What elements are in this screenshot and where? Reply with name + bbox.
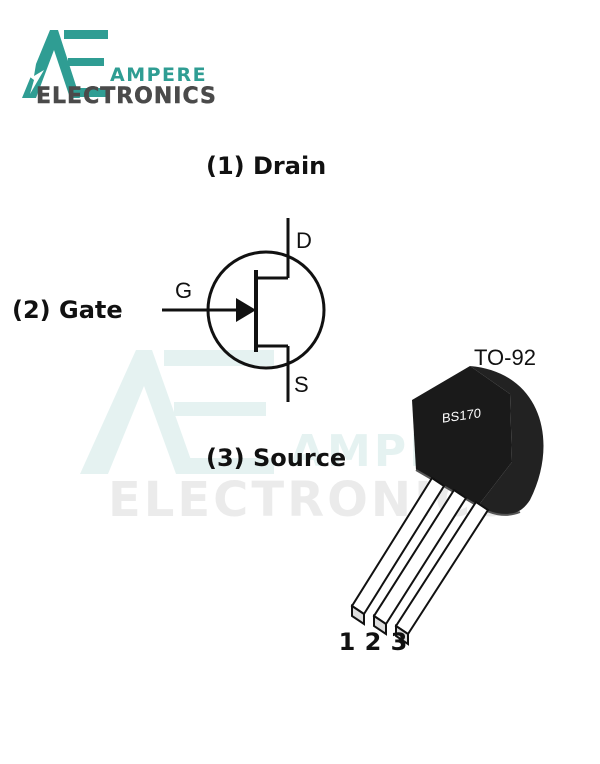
ae-logo-mark — [22, 30, 108, 98]
drain-letter: D — [296, 228, 312, 253]
pin-number-1: 1 — [338, 628, 356, 656]
package-name: TO-92 — [474, 345, 536, 370]
gate-letter: G — [175, 278, 193, 303]
drain-label: (1) Drain — [206, 152, 327, 180]
source-letter: S — [294, 372, 309, 397]
pin-number-3: 3 — [390, 628, 408, 656]
jfet-symbol — [162, 218, 326, 402]
pin-numbers: 1 2 3 — [338, 628, 408, 656]
brand-logo: AMPERE ELECTRONICS — [18, 24, 238, 114]
pin-number-2: 2 — [364, 628, 382, 656]
source-label: (3) Source — [206, 444, 347, 472]
package-leads — [350, 476, 490, 646]
logo-ampere-text: AMPERE — [110, 64, 208, 86]
logo-electronics-text: ELECTRONICS — [36, 84, 217, 110]
gate-arrow — [236, 298, 256, 322]
gate-label: (2) Gate — [12, 296, 123, 324]
